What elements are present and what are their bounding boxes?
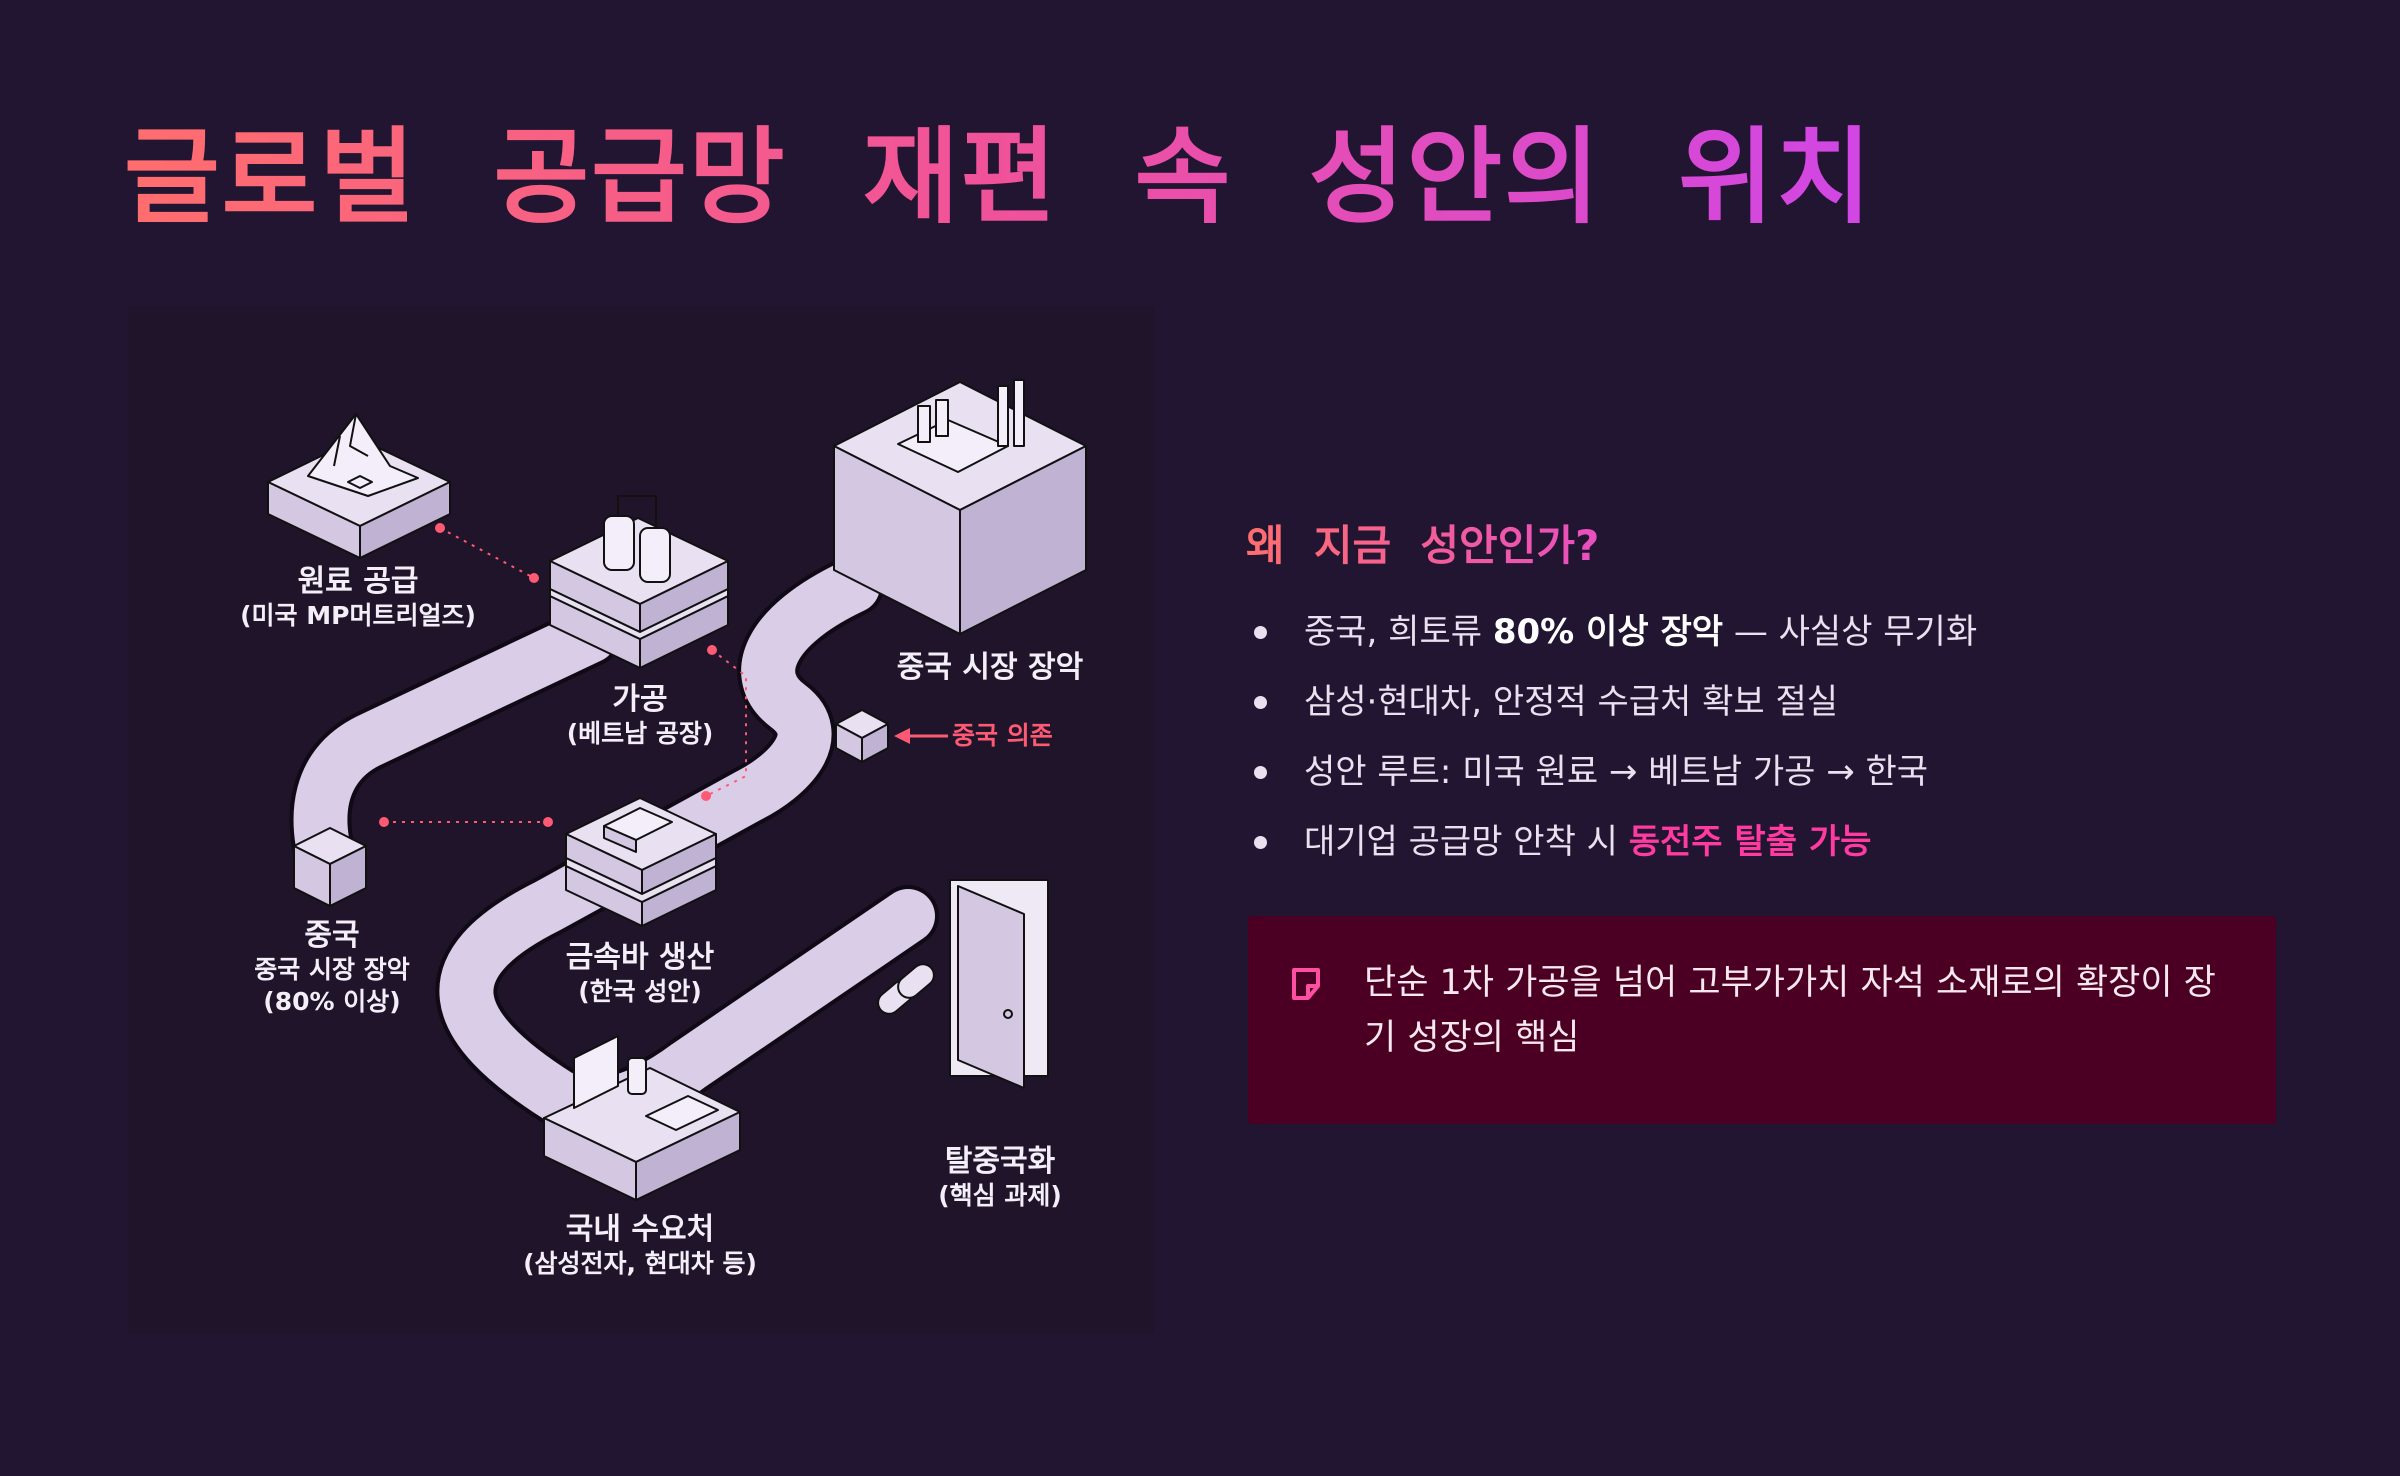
raw-supply-block xyxy=(267,413,451,559)
page-title: 글로벌 공급망 재편 속 성안의 위치 xyxy=(124,92,1874,243)
door-icon xyxy=(949,879,1049,1089)
china-dependency-label: 중국 의존 xyxy=(952,721,1053,750)
bullet-dot xyxy=(1254,766,1267,779)
china-market-block xyxy=(833,379,1087,635)
china-cube xyxy=(293,827,367,907)
china-dependency-cube xyxy=(835,709,889,763)
node-de-china: 탈중국화 (핵심 과제) xyxy=(938,1144,1062,1210)
china-dependency-arrow xyxy=(894,728,948,744)
bullet-dot xyxy=(1254,626,1267,639)
why-now-heading: 왜 지금 성안인가? xyxy=(1246,512,1599,573)
node-raw-supply: 원료 공급 (미국 MP머트리얼즈) xyxy=(240,564,476,630)
node-metal-bar: 금속바 생산 (한국 성안) xyxy=(565,940,715,1006)
metal-bar-block xyxy=(565,797,717,927)
note-text: 단순 1차 가공을 넘어 고부가가치 자석 소재로의 확장이 장기 성장의 핵심 xyxy=(1364,963,2216,1058)
supply-chain-diagram: 원료 공급 (미국 MP머트리얼즈) 가공 (베트남 공장) 중국 시장 장악 … xyxy=(128,306,1154,1334)
node-china-market: 중국 시장 장악 xyxy=(896,650,1084,685)
processing-block xyxy=(549,495,729,669)
chain-icon xyxy=(877,963,935,1015)
node-china: 중국 중국 시장 장악 (80% 이상) xyxy=(254,918,410,1016)
domestic-demand-block xyxy=(543,1035,741,1201)
dotted-connectors xyxy=(384,527,747,823)
key-insight-callout: 단순 1차 가공을 넘어 고부가가치 자석 소재로의 확장이 장기 성장의 핵심 xyxy=(1248,916,2276,1124)
bullet-dot xyxy=(1254,836,1267,849)
diagram-graphic xyxy=(267,379,1087,1201)
note-icon xyxy=(1292,968,1320,1000)
node-processing: 가공 (베트남 공장) xyxy=(566,682,714,748)
node-domestic-demand: 국내 수요처 (삼성전자, 현대차 등) xyxy=(523,1212,757,1278)
bullet-dot xyxy=(1254,696,1267,709)
